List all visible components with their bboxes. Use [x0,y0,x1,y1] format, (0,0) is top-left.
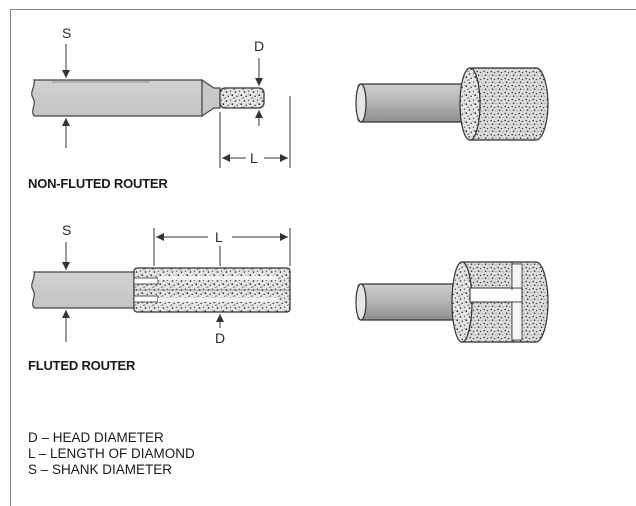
non-fluted-router-3d [355,67,549,141]
non-fluted-router-schematic: S D L [31,25,291,168]
head-dimension-label-2: D [215,330,225,346]
shank-dimension-label-1: S [62,25,71,41]
fluted-router-caption: FLUTED ROUTER [28,358,136,373]
shank-body-2 [31,271,135,309]
non-fluted-router-caption: NON-FLUTED ROUTER [28,176,168,191]
length-dimension-label-1: L [250,150,258,166]
dimension-legend: D – HEAD DIAMETER L – LENGTH OF DIAMOND … [28,430,195,478]
head-dimension-label-1: D [254,38,264,54]
fluted-router-3d [355,261,549,343]
shank-body-1 [31,79,203,117]
diamond-head-3d-1 [469,67,549,141]
shank-3d-1 [357,83,465,123]
frame-border-top [10,9,636,10]
shank-dimension-label-2: S [62,222,71,238]
legend-item-shank-diameter: S – SHANK DIAMETER [28,462,173,477]
fluted-router-schematic: S L D [31,222,291,346]
frame-border-left [10,9,11,506]
legend-item-length-of-diamond: L – LENGTH OF DIAMOND [28,446,195,461]
diamond-head-1 [219,87,265,109]
length-dimension-label-2: L [215,229,223,245]
legend-item-head-diameter: D – HEAD DIAMETER [28,430,164,445]
